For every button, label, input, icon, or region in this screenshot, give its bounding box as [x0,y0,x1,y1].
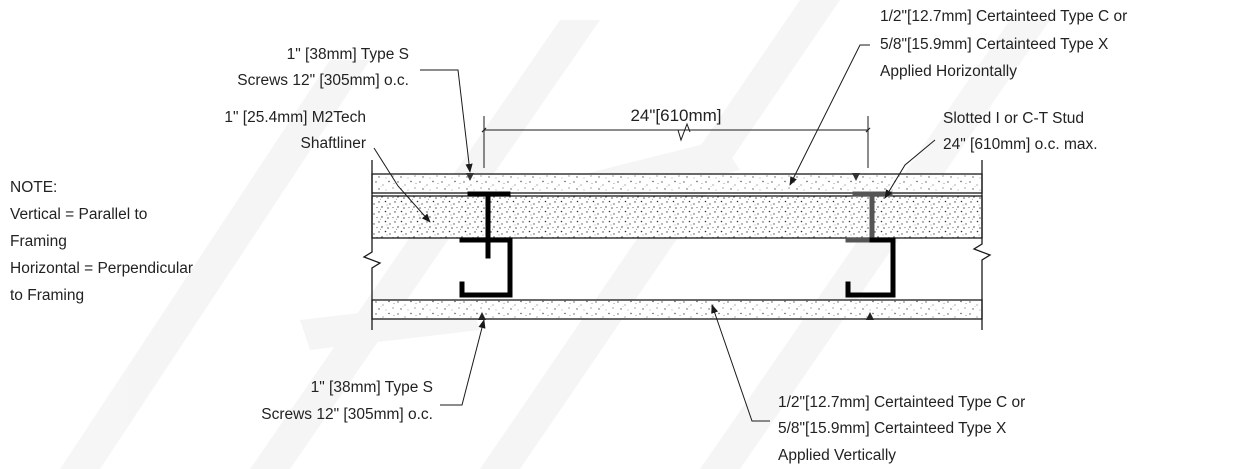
callout-top-right-board: 1/2"[12.7mm] Certainteed Type C or 5/8"[… [880,8,1127,80]
callout-shaftliner: 1" [25.4mm] M2Tech Shaftliner [224,109,366,152]
wall-lines [362,160,992,330]
note-line: Horizontal = Perpendicular [10,260,193,277]
callout-stud: Slotted I or C-T Stud 24" [610mm] o.c. m… [943,110,1098,153]
dimension-label: 24"[610mm] [630,106,721,125]
callout-line: 1/2"[12.7mm] Certainteed Type C or [778,394,1025,411]
callout-line: Shaftliner [301,135,366,152]
callout-line: 24" [610mm] o.c. max. [943,136,1098,153]
left-stud [459,191,513,298]
note-block: NOTE: Vertical = Parallel to Framing Hor… [10,179,193,304]
note-line: to Framing [10,287,84,304]
leader-lines [373,44,936,422]
screw-markers [466,173,874,320]
callout-line: 5/8"[15.9mm] Certainteed Type X [778,420,1007,437]
dimension-line: 24"[610mm] [481,106,871,168]
shaftliner-core [371,195,983,239]
callout-line: Screws 12" [305mm] o.c. [237,72,409,89]
callout-top-screws: 1" [38mm] Type S Screws 12" [305mm] o.c. [237,46,409,89]
callout-line: Applied Horizontally [880,63,1017,80]
callout-line: Applied Vertically [778,447,896,464]
callout-line: 1" [25.4mm] M2Tech [224,109,366,126]
callout-line: 1" [38mm] Type S [287,46,409,63]
note-line: Vertical = Parallel to [10,206,147,223]
callout-bottom-screws: 1" [38mm] Type S Screws 12" [305mm] o.c. [261,379,433,423]
callout-bottom-board: 1/2"[12.7mm] Certainteed Type C or 5/8"[… [778,394,1025,464]
right-stud [845,191,896,298]
note-line: NOTE: [10,179,57,196]
bottom-gypsum-board [371,299,983,320]
callout-line: 1/2"[12.7mm] Certainteed Type C or [880,8,1127,25]
callout-line: 5/8"[15.9mm] Certainteed Type X [880,36,1109,53]
note-line: Framing [10,233,67,250]
callout-line: Screws 12" [305mm] o.c. [261,406,433,423]
top-gypsum-board [371,173,983,194]
callout-line: Slotted I or C-T Stud [943,110,1084,127]
callout-line: 1" [38mm] Type S [311,379,433,396]
